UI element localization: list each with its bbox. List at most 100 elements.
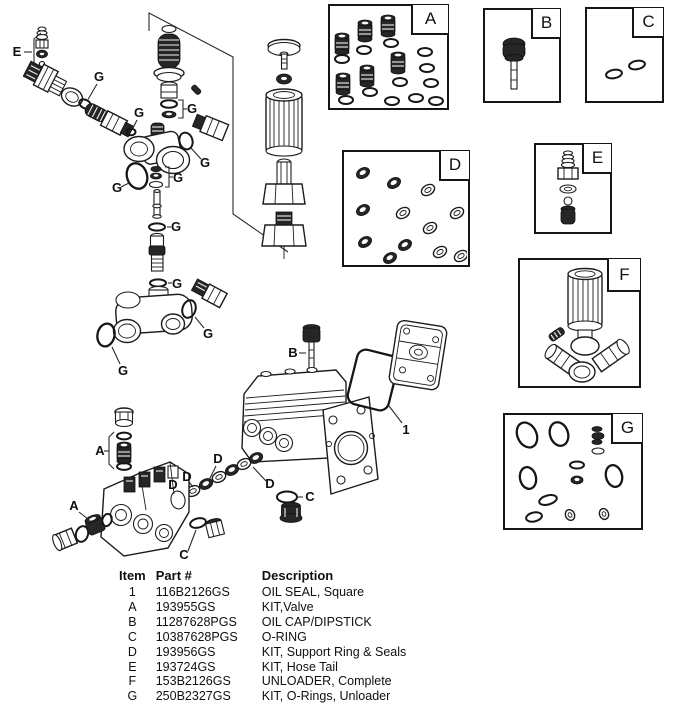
kit-box-f-label: F	[607, 259, 640, 292]
cell-desc: KIT,Valve	[261, 599, 314, 614]
table-row: 1 116B2126GS OIL SEAL, Square	[119, 585, 412, 600]
kit-box-c-label: C	[632, 8, 663, 38]
callout-g: G	[187, 101, 197, 116]
table-row: C 10387628PGS O-RING	[119, 630, 412, 645]
cell-part: 193956GS	[155, 644, 216, 659]
callout-a: A	[69, 498, 79, 513]
callout-g: G	[203, 326, 213, 341]
callout-c: C	[179, 547, 189, 562]
callout-d: D	[168, 477, 177, 492]
kit-box-b: B	[483, 8, 561, 103]
table-row: D 193956GS KIT, Support Ring & Seals	[119, 645, 412, 660]
unloader-knob-column-group	[261, 38, 307, 259]
o-ring-icon	[515, 421, 539, 449]
o-ring-icon	[276, 490, 298, 504]
cell-desc: KIT, O-Rings, Unloader	[261, 689, 391, 704]
callout-b: B	[288, 345, 297, 360]
o-ring-icon	[605, 68, 623, 80]
callout-g: G	[112, 180, 122, 195]
callout-a: A	[95, 443, 105, 458]
col-header-item: Item	[119, 568, 146, 583]
cell-item: G	[127, 689, 138, 704]
kit-f-contents	[544, 267, 630, 383]
kit-box-c: C	[585, 7, 664, 103]
o-ring-icon	[604, 464, 624, 488]
cell-item: D	[127, 644, 137, 659]
table-row: G 250B2327GS KIT, O-Rings, Unloader	[119, 689, 412, 704]
cell-part: 116B2126GS	[155, 585, 230, 599]
o-ring-icon	[538, 494, 558, 506]
callout-e: E	[13, 44, 22, 59]
cell-part: 250B2327GS	[155, 689, 231, 704]
hose-tail-icon	[557, 150, 579, 180]
kit-box-a: A	[328, 4, 449, 110]
callout-g: G	[118, 363, 128, 378]
cell-item: C	[127, 629, 137, 644]
callout-g: G	[200, 155, 210, 170]
kit-box-d: D	[342, 150, 470, 267]
plug-icon	[560, 205, 576, 225]
parts-table: Item Part # Description 1 116B2126GS OIL…	[119, 568, 412, 704]
table-row: B 11287628PGS OIL CAP/DIPSTICK	[119, 615, 412, 630]
col-header-part: Part #	[155, 568, 192, 583]
o-ring-icon	[125, 127, 137, 137]
cell-item: F	[128, 674, 137, 689]
kit-c-contents	[605, 59, 646, 80]
o-ring-icon	[569, 460, 585, 470]
kit-box-a-label: A	[411, 5, 448, 35]
o-ring-icon	[563, 196, 573, 206]
callout-g: G	[171, 219, 181, 234]
valve-icon	[335, 72, 351, 96]
table-row: A 193955GS KIT,Valve	[119, 600, 412, 615]
o-ring-icon	[548, 421, 570, 447]
cell-item: 1	[128, 585, 136, 599]
col-header-description: Description	[261, 568, 334, 583]
valve-icon	[390, 51, 406, 75]
cell-desc: O-RING	[261, 629, 307, 644]
cell-desc: KIT, Support Ring & Seals	[261, 644, 407, 659]
cell-desc: OIL CAP/DIPSTICK	[261, 614, 372, 629]
o-ring-icon	[525, 511, 543, 523]
cell-desc: OIL SEAL, Square	[261, 585, 365, 599]
kit-box-e-label: E	[582, 144, 611, 174]
callout-d: D	[213, 451, 222, 466]
kit-g-contents	[515, 421, 624, 523]
oil-seal-square-icon	[346, 348, 400, 412]
cell-part: 11287628PGS	[155, 614, 237, 629]
cell-part: 10387628PGS	[155, 629, 238, 644]
valve-icon	[359, 64, 375, 88]
table-row: F 153B2126GS UNLOADER, Complete	[119, 674, 412, 689]
valve-icon	[357, 19, 373, 43]
callout-d: D	[182, 469, 191, 484]
oil-dipstick-icon	[502, 37, 526, 90]
kit-box-d-label: D	[439, 151, 469, 181]
washer-icon	[559, 184, 577, 194]
cell-desc: KIT, Hose Tail	[261, 659, 338, 674]
pump-assembly-group	[171, 319, 448, 523]
kit-box-g: G	[503, 413, 643, 530]
callout-d: D	[265, 476, 274, 491]
kit-e-contents	[557, 150, 579, 225]
o-ring-icon	[628, 59, 646, 71]
callout-g: G	[172, 276, 182, 291]
unloader-complete-icon	[544, 267, 630, 383]
table-row: E 193724GS KIT, Hose Tail	[119, 660, 412, 675]
cell-item: E	[128, 659, 137, 674]
kit-box-b-label: B	[531, 9, 560, 39]
kit-box-g-label: G	[611, 414, 642, 444]
unloader-exploded-group	[96, 24, 230, 365]
kit-box-e: E	[534, 143, 612, 234]
callout-g: G	[94, 69, 104, 84]
kit-box-f: F	[518, 258, 641, 388]
pump-head-assembly-group	[52, 407, 226, 557]
o-ring-icon	[518, 465, 538, 491]
kit-b-contents	[502, 37, 526, 90]
callout-g: G	[134, 105, 144, 120]
inlet-fitting-chain-group	[22, 60, 138, 138]
table-header-row: Item Part # Description	[119, 568, 412, 585]
cell-part: 153B2126GS	[155, 674, 231, 689]
cell-part: 193955GS	[155, 599, 216, 614]
cell-part: 193724GS	[155, 659, 216, 674]
